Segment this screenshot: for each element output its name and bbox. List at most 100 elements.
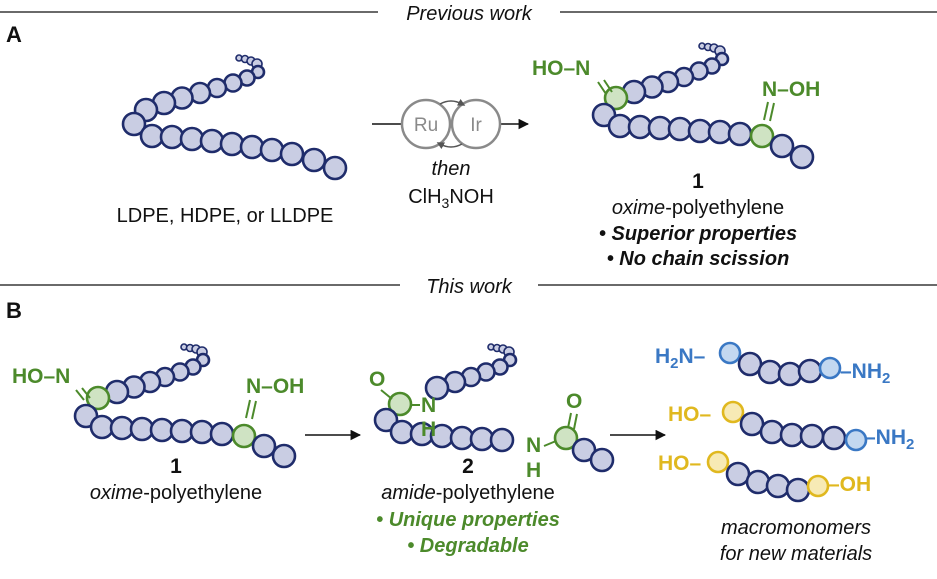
product-name-a: oxime-polyethylene (612, 197, 784, 219)
chain-bead (725, 461, 751, 487)
amide-nitrogen-right: N (526, 434, 541, 457)
chain-bead (844, 428, 868, 452)
polymer-chain-start (121, 54, 348, 181)
amide-co-bond-left (380, 389, 393, 400)
chain-bead (159, 124, 185, 150)
oxime-bond-left-a2 (597, 81, 607, 95)
catalyst-cycle-arrow-bottom (436, 142, 463, 150)
diamine-left-group: H2N– (655, 345, 706, 372)
chain-bead (149, 417, 175, 443)
chain-bead (219, 131, 245, 157)
oxime-group-right-a: N–OH (762, 78, 820, 101)
chain-bead (667, 116, 693, 142)
macromonomer-aminoalcohol (721, 400, 868, 452)
conditions-reagent: ClH3NOH (408, 186, 494, 211)
conditions-then: then (432, 158, 471, 180)
chain-bead (818, 356, 842, 380)
chain-bead (769, 133, 795, 159)
oxime-number-1: 1 (170, 455, 182, 478)
section-b: This work B HO–N N–OH 1 oxime-polyethyle… (0, 276, 937, 565)
chain-bead (777, 361, 803, 387)
macromonomers-caption-2: for new materials (720, 543, 872, 565)
chain-bead (749, 123, 775, 149)
chain-bead (721, 400, 745, 424)
chain-bead (647, 115, 673, 141)
chain-bead (169, 418, 195, 444)
ru-label: Ru (414, 115, 438, 136)
amide-oxygen-right: O (566, 390, 582, 413)
amide-number-2: 2 (462, 455, 474, 478)
polymer-chain-oxime-b (73, 343, 297, 469)
oxime-bond-left-a (603, 79, 613, 93)
chain-bead (737, 351, 763, 377)
chain-bead (489, 427, 515, 453)
chain-bead (687, 118, 713, 144)
chain-bead (785, 477, 811, 503)
section-a-letter: A (6, 22, 22, 47)
chain-bead (231, 423, 257, 449)
section-b-letter: B (6, 298, 22, 323)
section-a-header: Previous work (406, 3, 533, 25)
oxime-group-left-a: HO–N (532, 57, 590, 80)
oxime-bond-left-b (81, 387, 91, 399)
macromonomer-diol (706, 450, 830, 503)
catalyst-cycle-arrow-top (439, 98, 466, 106)
amide-cn-bond-right (543, 440, 557, 447)
oxime-group-right-b: N–OH (246, 375, 304, 398)
amide-hydrogen-left: H (421, 418, 436, 441)
macromonomer-diamine (718, 341, 842, 387)
oxime-bond-right-a2 (769, 102, 775, 122)
chain-bead (745, 469, 771, 495)
diamine-right-group: –NH2 (840, 360, 890, 387)
chain-bead (707, 119, 733, 145)
chain-bead (129, 416, 155, 442)
chain-bead (179, 126, 205, 152)
chain-bead (279, 141, 305, 167)
oxime-bond-right-b (245, 399, 251, 419)
chain-bead (449, 425, 475, 451)
chain-bead (239, 134, 265, 160)
chain-bead (727, 121, 753, 147)
chain-bead (821, 425, 847, 451)
bullet-superior-properties: • Superior properties (599, 223, 797, 245)
chain-bead (603, 85, 629, 111)
bullet-degradable: • Degradable (407, 535, 528, 557)
oxime-bond-right-a (763, 101, 769, 121)
chain-bead (553, 425, 579, 451)
chain-bead (706, 450, 730, 474)
polyethylene-types-label: LDPE, HDPE, or LLDPE (117, 205, 334, 227)
chain-bead (589, 447, 615, 473)
amide-co-bond-right2 (573, 413, 578, 430)
chain-bead (209, 421, 235, 447)
chain-bead (259, 137, 285, 163)
chain-bead (373, 407, 399, 433)
macromonomers-caption-1: macromonomers (721, 517, 871, 539)
aminoalcohol-left-group: HO– (668, 403, 712, 426)
chain-bead (779, 422, 805, 448)
chain-bead (85, 385, 111, 411)
chain-bead (469, 426, 495, 452)
bullet-unique-properties: • Unique properties (376, 509, 560, 531)
polymer-chain-amide (373, 343, 615, 473)
chain-bead (89, 414, 115, 440)
polymer-chain-oxime-a (591, 42, 815, 170)
section-b-header: This work (426, 276, 513, 298)
chain-bead (251, 433, 277, 459)
diol-right-group: –OH (828, 473, 871, 496)
amide-co-bond-right (567, 412, 572, 429)
bullet-no-chain-scission: • No chain scission (607, 248, 790, 270)
chain-bead (322, 155, 348, 181)
amide-oxygen-left: O (369, 368, 385, 391)
chain-bead (389, 419, 415, 445)
amide-hydrogen-right: H (526, 459, 541, 482)
chain-bead (759, 419, 785, 445)
chain-bead (607, 113, 633, 139)
chain-bead (806, 474, 830, 498)
diol-left-group: HO– (658, 452, 702, 475)
chain-bead (757, 359, 783, 385)
oxime-group-left-b: HO–N (12, 365, 70, 388)
chain-bead (799, 423, 825, 449)
chain-bead (789, 144, 815, 170)
section-a: Previous work A LDPE, HDPE, or LLDPE Ru … (0, 3, 937, 270)
